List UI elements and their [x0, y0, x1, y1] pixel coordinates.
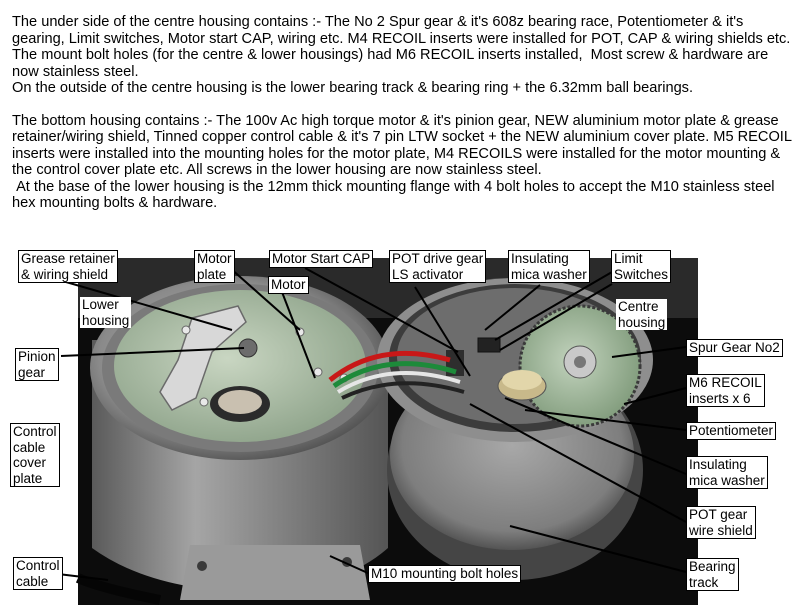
- label-motor-plate: Motor plate: [194, 250, 235, 283]
- label-pinion-gear: Pinion gear: [15, 348, 59, 381]
- label-centre-housing: Centre housing: [616, 299, 668, 330]
- label-motor: Motor: [268, 276, 309, 294]
- label-spur-gear-no2: Spur Gear No2: [686, 339, 783, 357]
- label-control-cable-cover-plate: Control cable cover plate: [10, 423, 60, 487]
- label-limit-switches: Limit Switches: [611, 250, 672, 283]
- label-motor-start-cap: Motor Start CAP: [269, 250, 374, 268]
- description-paragraph: The mount bolt holes (for the centre & l…: [12, 47, 773, 80]
- label-control-cable: Control cable: [13, 557, 63, 590]
- label-bearing-track: Bearing track: [686, 558, 739, 591]
- label-potentiometer: Potentiometer: [686, 422, 777, 440]
- label-m10-mounting-bolt-holes: M10 mounting bolt holes: [368, 565, 522, 583]
- label-lower-housing: Lower housing: [80, 297, 132, 328]
- description-paragraph: At the base of the lower housing is the …: [12, 178, 779, 212]
- label-insulating-mica-washer-right: Insulating mica washer: [686, 456, 768, 489]
- label-m6-recoil-inserts: M6 RECOIL inserts x 6: [686, 374, 765, 407]
- label-pot-gear-wire-shield: POT gear wire shield: [686, 506, 756, 539]
- description-text: The under side of the centre housing con…: [12, 14, 792, 212]
- description-paragraph: The under side of the centre housing con…: [12, 14, 791, 47]
- label-grease-retainer: Grease retainer & wiring shield: [18, 250, 118, 283]
- label-pot-drive-gear: POT drive gear LS activator: [389, 250, 487, 283]
- label-insulating-mica-washer-top: Insulating mica washer: [508, 250, 590, 283]
- description-paragraph: On the outside of the centre housing is …: [12, 80, 694, 96]
- description-paragraph: The bottom housing contains :- The 100v …: [12, 112, 796, 179]
